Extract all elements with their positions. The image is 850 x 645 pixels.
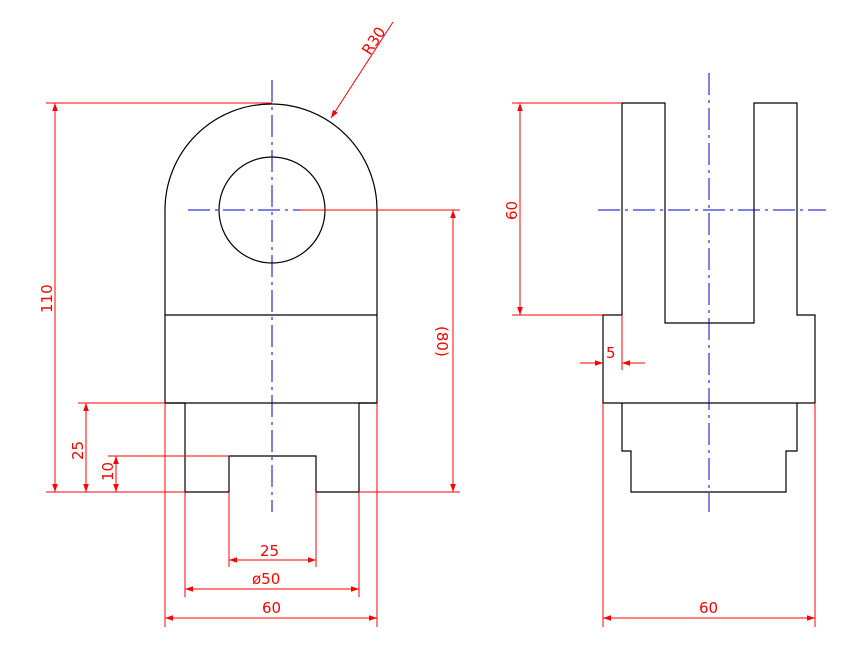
radius-dimension-text: R30 — [358, 24, 389, 59]
front-outline — [164, 103, 378, 493]
front-view: R30 110 25 10 (80) 25 ø50 60 — [38, 21, 460, 627]
width-60-front-text: 60 — [262, 599, 281, 617]
height-25-text: 25 — [69, 441, 87, 460]
width-50-text: ø50 — [252, 570, 280, 588]
height-110-text: 110 — [38, 284, 56, 313]
offset-5-text: 5 — [606, 344, 616, 362]
width-60-side-text: 60 — [699, 599, 718, 617]
side-base-outline — [621, 403, 798, 493]
radius-leader — [330, 21, 394, 119]
width-25-text: 25 — [260, 542, 279, 560]
height-60-text: 60 — [503, 201, 521, 220]
depth-10-text: 10 — [99, 462, 117, 481]
side-view: 60 5 60 — [503, 73, 826, 627]
height-80-text: (80) — [433, 326, 451, 357]
